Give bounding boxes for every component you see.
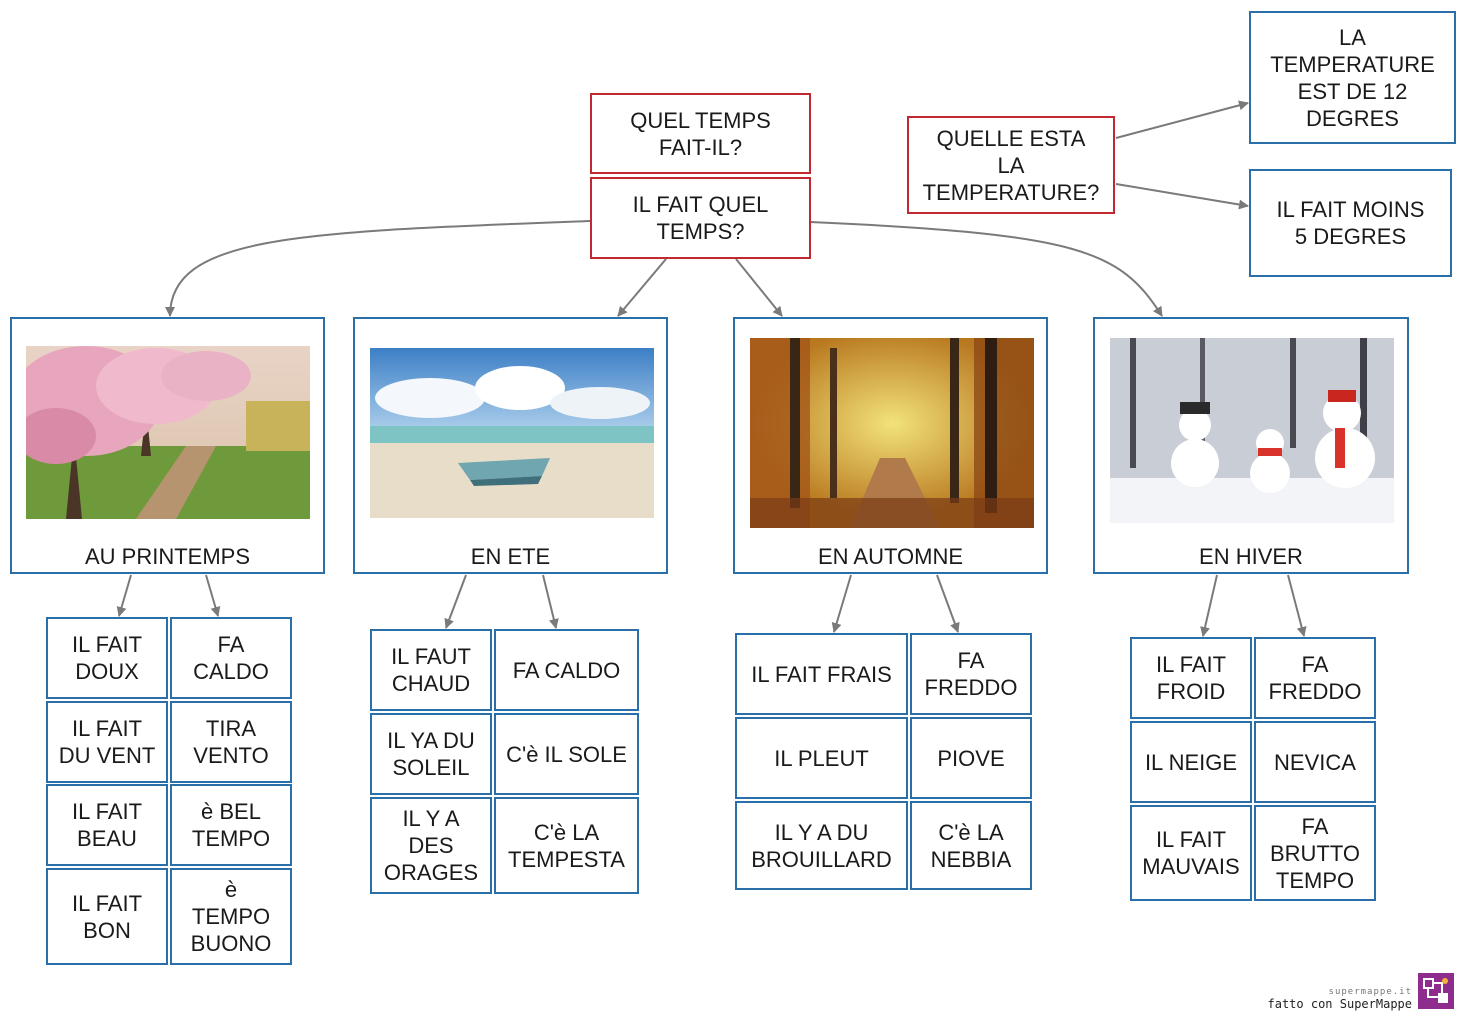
arrow-to-temp-12 — [1115, 100, 1249, 139]
arrow-ete-fr — [444, 574, 467, 629]
automne-it-1[interactable]: FA FREDDO — [910, 633, 1032, 715]
season-printemps[interactable]: AU PRINTEMPS — [10, 317, 325, 574]
arrow-automne-it — [936, 574, 960, 633]
season-label: AU PRINTEMPS — [84, 544, 251, 569]
printemps-it-1[interactable]: FA CALDO — [170, 617, 292, 699]
temperature-question-text: QUELLE ESTA LA TEMPERATURE? — [922, 125, 1100, 205]
arrow-automne-fr — [831, 574, 852, 633]
answer-temperature-moins-5[interactable]: IL FAIT MOINS 5 DEGRES — [1249, 169, 1452, 277]
autumn-image — [750, 338, 1034, 528]
automne-fr-2[interactable]: IL PLEUT — [735, 717, 908, 799]
footer-credit: supermappe.it fatto con SuperMappe — [1268, 987, 1413, 1011]
ete-fr-3[interactable]: IL Y A DES ORAGES — [370, 797, 492, 894]
winter-image — [1110, 338, 1394, 523]
temperature-answer2-text: IL FAIT MOINS 5 DEGRES — [1276, 197, 1425, 249]
footer-site: supermappe.it — [1328, 987, 1412, 997]
ete-it-1[interactable]: FA CALDO — [494, 629, 639, 711]
season-ete[interactable]: EN ETE — [353, 317, 668, 574]
printemps-fr-4[interactable]: IL FAIT BON — [46, 868, 168, 965]
season-label: EN AUTOMNE — [817, 544, 964, 569]
arrow-printemps-it — [205, 574, 221, 617]
arrow-to-hiver — [809, 221, 1163, 317]
supermappe-logo-icon — [1418, 973, 1454, 1009]
hiver-fr-3[interactable]: IL FAIT MAUVAIS — [1130, 805, 1252, 901]
arrow-hiver-fr — [1200, 574, 1218, 637]
printemps-it-2[interactable]: TIRA VENTO — [170, 701, 292, 783]
question-temperature[interactable]: QUELLE ESTA LA TEMPERATURE? — [907, 116, 1115, 214]
question-il-fait-quel-temps[interactable]: IL FAIT QUEL TEMPS? — [590, 177, 811, 259]
hiver-fr-2[interactable]: IL NEIGE — [1130, 721, 1252, 803]
season-automne[interactable]: EN AUTOMNE — [733, 317, 1048, 574]
arrow-printemps-fr — [116, 574, 132, 617]
hiver-it-2[interactable]: NEVICA — [1254, 721, 1376, 803]
printemps-it-3[interactable]: è BEL TEMPO — [170, 784, 292, 866]
hiver-fr-1[interactable]: IL FAIT FROID — [1130, 637, 1252, 719]
question-top-text: QUEL TEMPS FAIT-IL? — [630, 107, 771, 160]
ete-fr-2[interactable]: IL YA DU SOLEIL — [370, 713, 492, 795]
arrow-ete-it — [542, 574, 559, 629]
ete-fr-1[interactable]: IL FAUT CHAUD — [370, 629, 492, 711]
automne-it-3[interactable]: C'è LA NEBBIA — [910, 801, 1032, 890]
footer-made-with: fatto con SuperMappe — [1267, 997, 1413, 1011]
automne-fr-3[interactable]: IL Y A DU BROUILLARD — [735, 801, 908, 890]
printemps-fr-1[interactable]: IL FAIT DOUX — [46, 617, 168, 699]
printemps-fr-2[interactable]: IL FAIT DU VENT — [46, 701, 168, 783]
spring-image — [26, 346, 310, 519]
answer-temperature-12[interactable]: LA TEMPERATURE EST DE 12 DEGRES — [1249, 11, 1456, 144]
arrow-to-automne — [735, 258, 783, 317]
temperature-answer1-text: LA TEMPERATURE EST DE 12 DEGRES — [1270, 24, 1435, 131]
season-hiver[interactable]: EN HIVER — [1093, 317, 1409, 574]
automne-fr-1[interactable]: IL FAIT FRAIS — [735, 633, 908, 715]
automne-it-2[interactable]: PIOVE — [910, 717, 1032, 799]
hiver-it-1[interactable]: FA FREDDO — [1254, 637, 1376, 719]
question-bottom-text: IL FAIT QUEL TEMPS? — [632, 192, 769, 244]
printemps-fr-3[interactable]: IL FAIT BEAU — [46, 784, 168, 866]
question-quel-temps[interactable]: QUEL TEMPS FAIT-IL? — [590, 93, 811, 174]
season-label: EN ETE — [470, 544, 551, 569]
hiver-it-3[interactable]: FA BRUTTO TEMPO — [1254, 805, 1376, 901]
ete-it-3[interactable]: C'è LA TEMPESTA — [494, 797, 639, 894]
arrow-to-temp-moins5 — [1115, 183, 1249, 210]
arrow-hiver-it — [1287, 574, 1307, 637]
season-label: EN HIVER — [1199, 544, 1303, 569]
ete-it-2[interactable]: C'è IL SOLE — [494, 713, 639, 795]
arrow-to-printemps — [165, 220, 591, 317]
printemps-it-4[interactable]: è TEMPO BUONO — [170, 868, 292, 965]
arrow-to-ete — [617, 258, 667, 317]
summer-image — [370, 348, 654, 518]
